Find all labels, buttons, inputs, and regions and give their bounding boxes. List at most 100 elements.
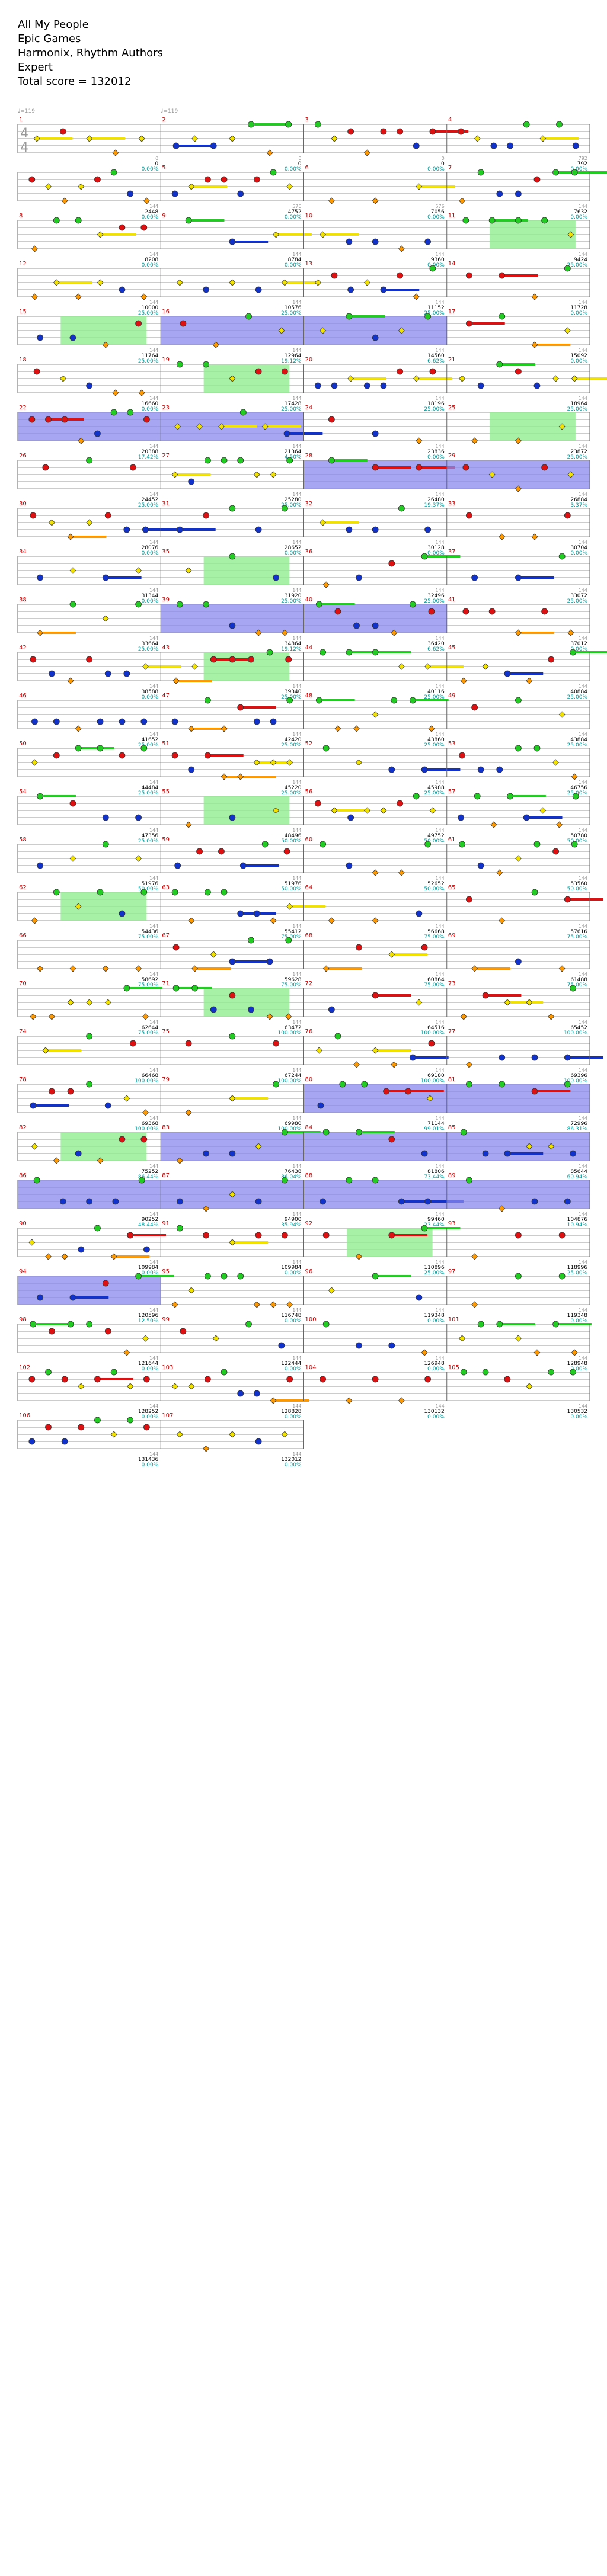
red-note xyxy=(380,128,387,135)
red-note xyxy=(429,368,436,375)
measure-subscore: 144 xyxy=(579,540,587,545)
blue-note xyxy=(104,670,111,677)
measure-subscore: 144 xyxy=(579,876,587,881)
yellow-note xyxy=(278,327,285,334)
green-sustain xyxy=(349,651,385,653)
blue-note xyxy=(123,670,130,677)
measure-number: 54 xyxy=(19,789,27,795)
measure-subscore: 144 xyxy=(579,300,587,305)
blue-note xyxy=(317,1102,324,1109)
measure-score: 94900 xyxy=(285,1217,302,1223)
red-note xyxy=(119,224,126,231)
green-note xyxy=(315,601,322,608)
measure-score: 128948 xyxy=(567,1361,588,1367)
orange-note xyxy=(471,965,478,972)
measure-score: 34864 xyxy=(285,641,302,647)
measure-number: 33 xyxy=(448,501,456,507)
measure-number: 52 xyxy=(305,741,313,747)
measure-subscore: 144 xyxy=(435,1068,444,1073)
measure-subscore: 144 xyxy=(579,972,587,977)
measure-score: 10576 xyxy=(285,305,302,311)
blue-note xyxy=(69,334,76,341)
measure-subscore: 144 xyxy=(579,444,587,449)
measure-percent: 6.62% xyxy=(427,646,445,652)
orange-note xyxy=(428,725,435,732)
blue-note xyxy=(372,238,379,245)
measure-percent: 0.00% xyxy=(285,262,302,268)
measure-number: 73 xyxy=(448,981,456,987)
yellow-note xyxy=(33,135,40,142)
measure-number: 19 xyxy=(162,357,170,363)
measure-percent: 25.00% xyxy=(424,742,445,748)
yellow-note xyxy=(104,999,111,1006)
measure-score: 47356 xyxy=(142,833,159,839)
measure-subscore: 144 xyxy=(435,1020,444,1025)
red-note xyxy=(281,368,288,375)
measure-score: 121644 xyxy=(138,1361,159,1367)
red-note xyxy=(210,656,217,663)
green-note xyxy=(266,649,273,656)
green-note xyxy=(185,217,192,224)
orange-note xyxy=(355,1253,363,1260)
yellow-sustain xyxy=(89,137,125,140)
measure-score: 132012 xyxy=(281,1457,301,1463)
red-note xyxy=(564,896,571,903)
green-sustain xyxy=(424,1227,461,1229)
measure-subscore: 144 xyxy=(435,636,444,641)
measure-subscore: 144 xyxy=(579,1164,587,1169)
measure-subscore: 144 xyxy=(149,348,158,353)
orange-note xyxy=(112,389,119,396)
measure-score: 62644 xyxy=(142,1025,159,1031)
measure-score: 130132 xyxy=(424,1409,444,1415)
green-note xyxy=(570,649,576,656)
measure-score: 7632 xyxy=(574,209,587,215)
measure-number: 99 xyxy=(162,1316,170,1323)
measure-score: 45988 xyxy=(427,785,445,791)
red-note xyxy=(78,1424,85,1431)
yellow-note xyxy=(413,375,420,382)
blue-note xyxy=(564,1198,571,1205)
measure-number: 86 xyxy=(19,1172,27,1179)
measure-number: 75 xyxy=(162,1029,170,1035)
measure-score: 120596 xyxy=(138,1313,159,1319)
blue-note xyxy=(188,766,195,773)
solo-section xyxy=(446,1132,590,1161)
time-signature-denominator: 4 xyxy=(20,140,28,155)
orange-note xyxy=(471,1301,478,1308)
blue-note xyxy=(421,1150,428,1157)
yellow-note xyxy=(31,1143,39,1150)
measure-subscore: 144 xyxy=(292,540,301,545)
green-note xyxy=(135,601,142,608)
measure-subscore: 144 xyxy=(292,924,301,929)
measure-percent: 12.50% xyxy=(138,1318,159,1324)
yellow-note xyxy=(571,375,578,382)
blue-note xyxy=(515,958,522,965)
measure-subscore: 144 xyxy=(579,588,587,593)
measure-score: 90252 xyxy=(142,1217,159,1223)
blue-note xyxy=(523,814,530,821)
measure-number: 82 xyxy=(19,1124,27,1131)
measure-subscore: 144 xyxy=(292,1308,301,1313)
green-note xyxy=(237,1273,244,1280)
green-sustain xyxy=(424,555,461,558)
blue-note xyxy=(135,814,142,821)
measure-score: 67244 xyxy=(285,1073,302,1079)
yellow-note xyxy=(86,999,93,1006)
green-note xyxy=(229,505,236,512)
yellow-note xyxy=(281,279,288,286)
green-sustain xyxy=(78,747,114,749)
measure-subscore: 144 xyxy=(292,1212,301,1217)
blue-note xyxy=(112,1198,119,1205)
measure-score: 126948 xyxy=(424,1361,445,1367)
measure-percent: 75.00% xyxy=(281,934,302,940)
red-note xyxy=(334,608,341,615)
yellow-note xyxy=(328,1287,335,1294)
orange-sustain xyxy=(518,632,554,634)
measure-percent: 0.00% xyxy=(570,1414,587,1420)
measure-percent: 25.00% xyxy=(424,598,445,604)
measure-percent: 0.00% xyxy=(142,1366,159,1372)
measure-percent: 0.00% xyxy=(570,166,587,172)
blue-sustain xyxy=(424,768,461,771)
red-note xyxy=(488,608,496,615)
green-sustain xyxy=(510,795,546,797)
